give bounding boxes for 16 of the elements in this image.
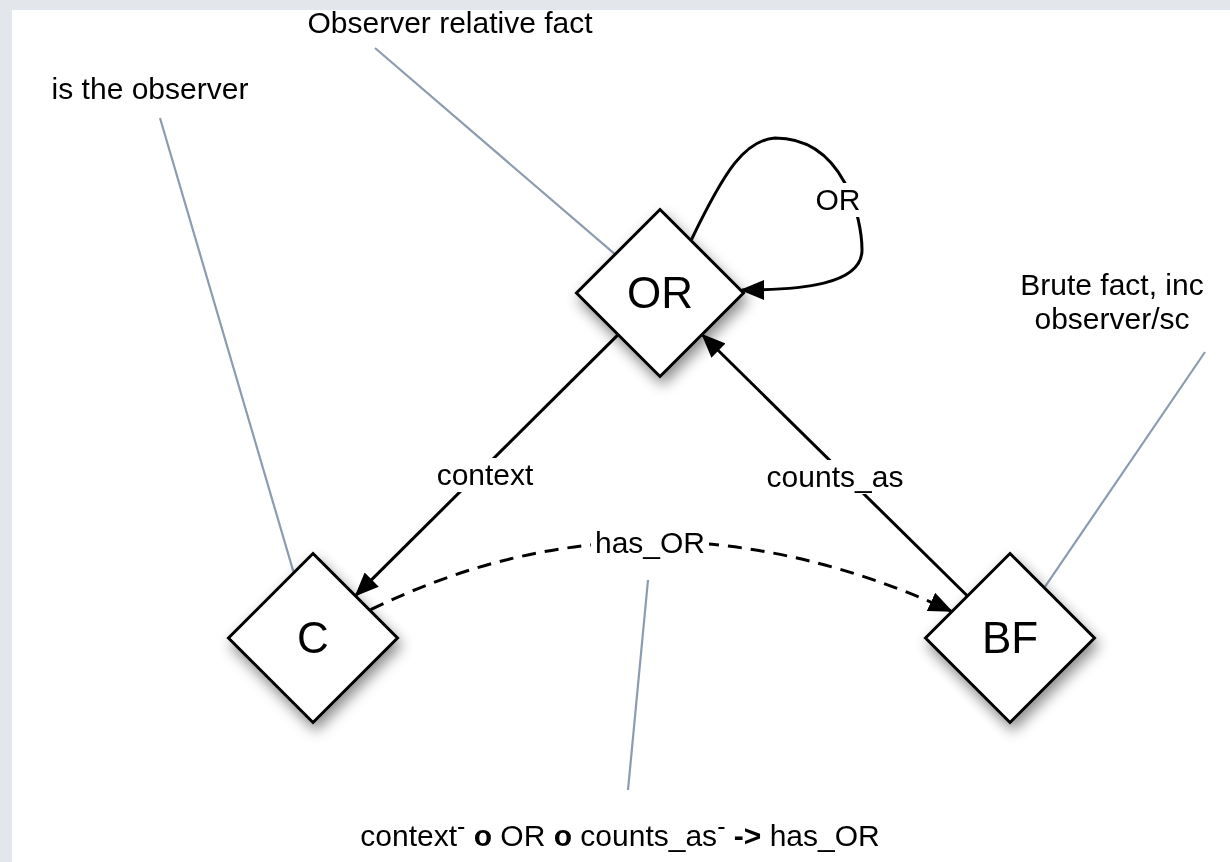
annotation-text: Brute fact, inc observer/sc bbox=[996, 268, 1228, 336]
leader-line bbox=[1044, 351, 1206, 588]
loop-arrow bbox=[690, 136, 864, 300]
diamond-node bbox=[575, 208, 745, 378]
diamond-node bbox=[924, 552, 1096, 724]
diamond-node bbox=[227, 552, 399, 724]
leader-line bbox=[374, 47, 615, 255]
node-label: BF bbox=[981, 613, 1039, 663]
node-label: OR bbox=[627, 268, 693, 318]
arrow bbox=[701, 333, 968, 597]
annotation-text: context$^{-}$ o OR o counts_as$^{-}$ -> has_OR bbox=[360, 812, 880, 853]
annotation-text: Observer relative fact bbox=[307, 6, 593, 40]
node-label: C bbox=[297, 613, 329, 663]
leader-line bbox=[158, 117, 295, 572]
annotation-text: is the observer bbox=[51, 72, 249, 106]
leader-line bbox=[626, 579, 650, 791]
